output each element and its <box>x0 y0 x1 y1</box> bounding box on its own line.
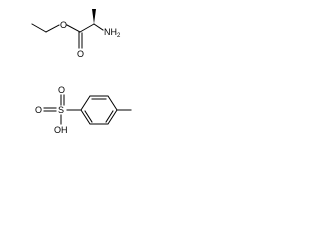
ring-double-bond-left <box>84 110 93 123</box>
atom-s: S <box>58 105 64 115</box>
bond-carbonyl-alpha <box>79 23 95 33</box>
atom-o-left: O <box>35 105 42 115</box>
p-toluenesulfonic-acid: S O O OH <box>35 85 132 135</box>
bond-alpha-n <box>93 23 104 31</box>
chemical-structures: O O NH2 S O O <box>31 9 132 135</box>
structure-canvas: O O NH2 S O O <box>0 0 181 168</box>
atom-o-carbonyl: O <box>77 49 84 59</box>
alanine-ethyl-ester: O O NH2 <box>31 9 121 59</box>
benzene-ring <box>80 95 118 125</box>
bond-o-carbonyl-c <box>66 24 81 33</box>
bond-ch2-o <box>45 24 60 33</box>
stereo-wedge-methyl <box>92 9 96 24</box>
ring-double-bond-right <box>105 110 114 123</box>
atom-nh2: NH2 <box>104 27 121 39</box>
atom-oh: OH <box>54 125 68 135</box>
atom-o-ether: O <box>60 20 67 30</box>
bond-ch3-ch2 <box>31 23 47 33</box>
atom-o-top: O <box>58 85 65 95</box>
